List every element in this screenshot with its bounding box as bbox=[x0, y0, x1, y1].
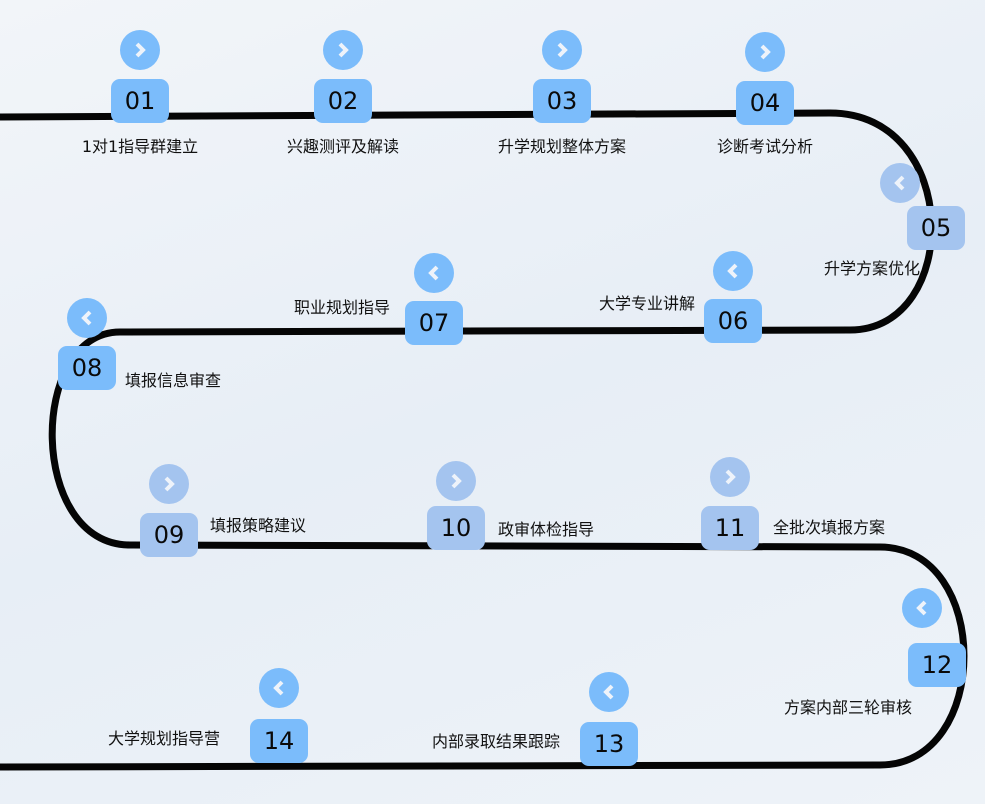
step-number-badge: 08 bbox=[58, 346, 116, 390]
step-label: 填报信息审查 bbox=[125, 371, 222, 390]
chevron-right-icon bbox=[149, 464, 189, 504]
step-label: 升学规划整体方案 bbox=[497, 137, 627, 156]
chevron-right-icon bbox=[542, 30, 582, 70]
chevron-left-icon bbox=[902, 588, 942, 628]
chevron-left-icon bbox=[589, 672, 629, 712]
step-label: 升学方案优化 bbox=[823, 259, 921, 278]
step-label: 全批次填报方案 bbox=[773, 518, 886, 537]
step-number-badge: 02 bbox=[314, 79, 372, 123]
chevron-left-icon bbox=[259, 668, 299, 708]
chevron-left-icon bbox=[880, 163, 920, 203]
step-number-badge: 14 bbox=[250, 719, 308, 763]
step-number-badge: 05 bbox=[907, 206, 965, 250]
chevron-left-icon bbox=[414, 253, 454, 293]
chevron-right-icon bbox=[323, 30, 363, 70]
chevron-left-icon bbox=[67, 298, 107, 338]
step-number-badge: 07 bbox=[405, 301, 463, 345]
step-label: 1对1指导群建立 bbox=[81, 137, 199, 156]
step-label: 兴趣测评及解读 bbox=[286, 137, 400, 156]
step-number-badge: 10 bbox=[427, 506, 485, 550]
step-number-badge: 04 bbox=[736, 81, 794, 125]
chevron-left-icon bbox=[713, 251, 753, 291]
step-label: 政审体检指导 bbox=[498, 520, 595, 539]
step-number-badge: 01 bbox=[111, 79, 169, 123]
step-number-badge: 09 bbox=[140, 513, 198, 557]
step-label: 职业规划指导 bbox=[293, 298, 390, 317]
chevron-right-icon bbox=[436, 461, 476, 501]
step-number-badge: 11 bbox=[701, 506, 759, 550]
step-label: 内部录取结果跟踪 bbox=[431, 732, 560, 751]
chevron-right-icon bbox=[120, 30, 160, 70]
step-label: 诊断考试分析 bbox=[716, 137, 814, 156]
step-label: 大学规划指导营 bbox=[107, 729, 220, 748]
step-number-badge: 12 bbox=[908, 643, 966, 687]
chevron-right-icon bbox=[710, 457, 750, 497]
step-number-badge: 13 bbox=[580, 722, 638, 766]
step-label: 方案内部三轮审核 bbox=[783, 698, 913, 717]
step-number-badge: 03 bbox=[533, 79, 591, 123]
step-label: 填报策略建议 bbox=[210, 516, 307, 535]
step-number-badge: 06 bbox=[704, 299, 762, 343]
chevron-right-icon bbox=[745, 32, 785, 72]
step-label: 大学专业讲解 bbox=[598, 294, 695, 313]
